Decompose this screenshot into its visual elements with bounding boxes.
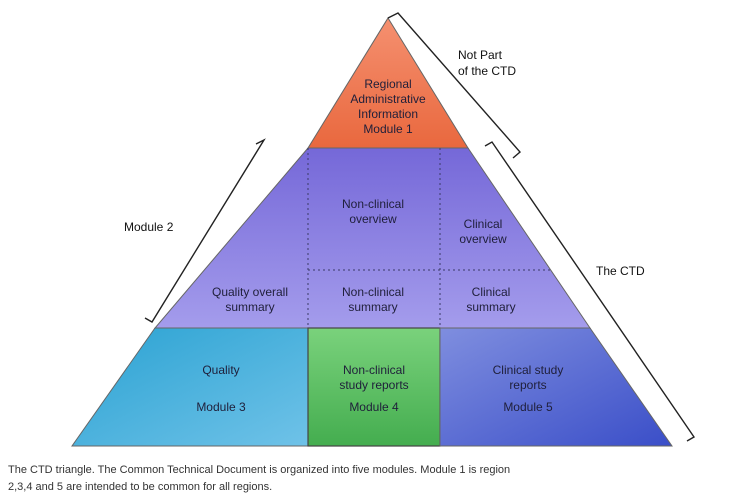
clinical-overview-line-1: Clinical bbox=[464, 217, 503, 231]
module1-line-1: Regional bbox=[364, 77, 411, 91]
module1-line-3: Information bbox=[358, 107, 418, 121]
the-ctd-label: The CTD bbox=[596, 264, 645, 278]
clinical-overview-line-2: overview bbox=[459, 232, 507, 246]
module5-region bbox=[439, 327, 673, 447]
module3-number: Module 3 bbox=[196, 400, 246, 414]
not-part-bracket bbox=[387, 12, 521, 159]
module5-number: Module 5 bbox=[503, 400, 553, 414]
module4-title-line-1: Non-clinical bbox=[343, 363, 405, 377]
module2-bracket bbox=[144, 138, 266, 323]
not-part-label-line-2: of the CTD bbox=[458, 64, 516, 78]
caption-line-2: 2,3,4 and 5 are intended to be common fo… bbox=[8, 481, 273, 493]
quality-overall-summary-line-1: Quality overall bbox=[212, 285, 288, 299]
module2-dividers bbox=[307, 148, 551, 328]
nonclinical-overview-line-2: overview bbox=[349, 212, 397, 226]
module4-region bbox=[307, 327, 441, 447]
caption-line-1: The CTD triangle. The Common Technical D… bbox=[8, 464, 511, 476]
module2-side-label: Module 2 bbox=[124, 220, 174, 234]
module3-region bbox=[71, 327, 309, 447]
nonclinical-overview-line-1: Non-clinical bbox=[342, 197, 404, 211]
the-ctd-bracket bbox=[484, 141, 696, 442]
figure-caption: The CTD triangle. The Common Technical D… bbox=[8, 462, 748, 496]
nonclinical-summary-line-2: summary bbox=[348, 300, 397, 314]
module3-title: Quality bbox=[202, 363, 239, 377]
module1-label: Regional Administrative Information Modu… bbox=[350, 77, 426, 136]
nonclinical-summary-line-1: Non-clinical bbox=[342, 285, 404, 299]
not-part-label-line-1: Not Part bbox=[458, 48, 503, 62]
module1-line-4: Module 1 bbox=[363, 122, 413, 136]
module5-title-line-2: reports bbox=[509, 378, 546, 392]
module4-number: Module 4 bbox=[349, 400, 399, 414]
module5-title-line-1: Clinical study bbox=[493, 363, 564, 377]
quality-overall-summary-line-2: summary bbox=[225, 300, 274, 314]
clinical-summary-line-1: Clinical bbox=[472, 285, 511, 299]
module4-title-line-2: study reports bbox=[339, 378, 408, 392]
clinical-summary-line-2: summary bbox=[466, 300, 515, 314]
module1-line-2: Administrative bbox=[350, 92, 426, 106]
